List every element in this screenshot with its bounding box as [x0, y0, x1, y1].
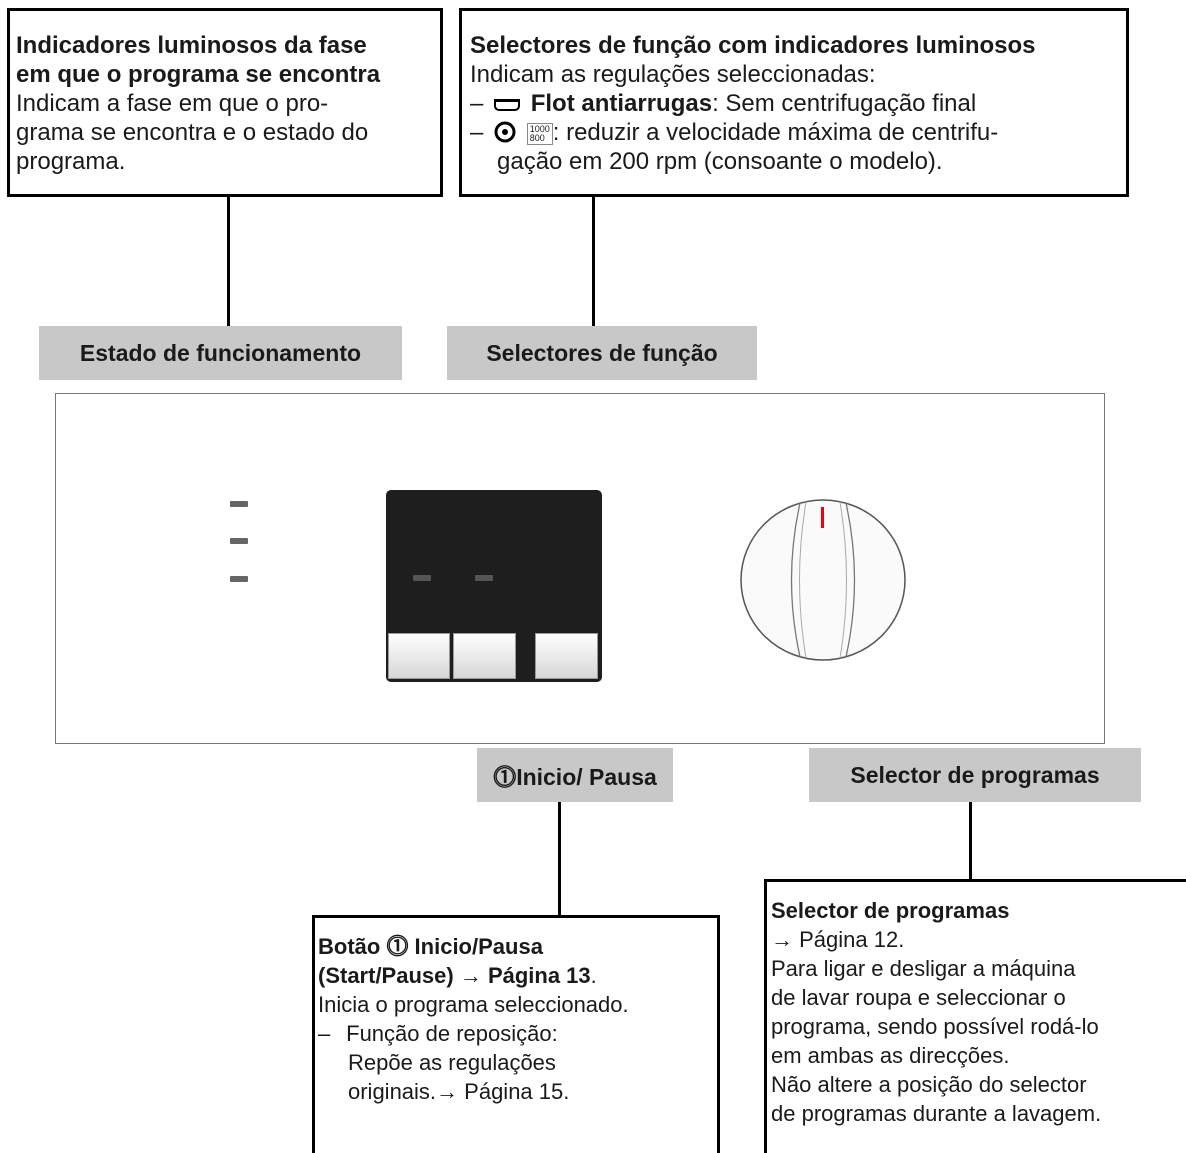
function-button-2[interactable]: [453, 633, 516, 679]
spin-desc: : reduzir a velocidade máxima de centrif…: [552, 119, 999, 146]
function-led-2: [475, 575, 493, 581]
program-selector-dial[interactable]: [738, 497, 908, 663]
selectors-intro: Indicam as regulações seleccionadas:: [470, 61, 876, 88]
start-pause-callout: Botão ⓵ Inicio/Pausa (Start/Pause) → Pág…: [312, 915, 720, 1153]
start-line3: Inicia o programa seleccionado.: [318, 992, 629, 1017]
spin-speed-bottom: 800: [529, 132, 545, 143]
start-title-line1: Botão ⓵ Inicio/Pausa: [318, 934, 543, 959]
program-selector-label-text: Selector de programas: [850, 761, 1100, 788]
program-line7: de programas durante a lavagem.: [771, 1101, 1102, 1126]
function-selectors-callout: Selectores de função com indicadores lum…: [459, 8, 1129, 197]
phase-title-line1: Indicadores luminosos da fase: [16, 32, 367, 59]
start-pause-button[interactable]: [535, 633, 598, 679]
status-led-2: [230, 538, 248, 544]
connector-start: [558, 802, 561, 918]
selectors-title: Selectores de função com indicadores lum…: [470, 32, 1036, 59]
function-led-1: [413, 575, 431, 581]
flot-label: Flot antiarrugas: [530, 90, 713, 117]
phase-body-line3: programa.: [16, 148, 126, 175]
start-item-line3: originais.→ Página 15.: [348, 1079, 570, 1104]
flot-desc: : Sem centrifugação final: [712, 90, 977, 117]
program-line1: → Página 12.: [771, 927, 905, 952]
selectors-item-spin: – 1000 800 : reduzir a velocidade máxima…: [470, 118, 1118, 147]
selectors-item-flot: – Flot antiarrugas: Sem centrifugação fi…: [470, 89, 1118, 118]
start-title-line2-a: (Start/Pause) →: [318, 963, 488, 988]
status-label: Estado de funcionamento: [39, 326, 402, 380]
functions-label: Selectores de função: [447, 326, 757, 380]
phase-title-line2: em que o programa se encontra: [16, 61, 381, 88]
start-item-line1: – Função de reposição:: [318, 1019, 717, 1048]
phase-body-line2: grama se encontra e o estado do: [16, 119, 369, 146]
program-selector-label: Selector de programas: [809, 748, 1141, 802]
spin-desc-cont: gação em 200 rpm (consoante o modelo).: [497, 148, 943, 175]
spin-icon: [490, 118, 520, 147]
program-line3: de lavar roupa e seleccionar o: [771, 985, 1066, 1010]
dash: –: [470, 119, 484, 146]
dial-mark: [821, 507, 824, 528]
tray-icon: [494, 98, 521, 111]
spin-speed-icon: 1000 800: [526, 122, 553, 145]
start-title-line2-c: .: [590, 963, 597, 988]
connector-status: [227, 197, 230, 328]
start-title-line2: (Start/Pause) → Página 13.: [318, 961, 717, 990]
program-line2: Para ligar e desligar a máquina: [771, 956, 1076, 981]
status-led-1: [230, 501, 248, 507]
function-button-1[interactable]: [388, 633, 450, 679]
program-line6: Não altere a posição do selector: [771, 1072, 1087, 1097]
function-button-pad: [386, 490, 602, 682]
start-pause-label: ⓵Inicio/ Pausa: [477, 748, 673, 802]
status-led-3: [230, 576, 248, 582]
start-item-line2: Repõe as regulações: [348, 1050, 556, 1075]
program-line4: programa, sendo possível rodá-lo: [771, 1014, 1099, 1039]
program-title: Selector de programas: [771, 898, 1010, 923]
connector-program: [969, 802, 972, 882]
start-pause-label-text: ⓵Inicio/ Pausa: [493, 764, 657, 790]
connector-functions: [592, 197, 595, 328]
start-item-line1-text: Função de reposição:: [346, 1021, 558, 1046]
functions-label-text: Selectores de função: [486, 339, 718, 366]
dash: –: [470, 90, 484, 117]
program-selector-callout: Selector de programas → Página 12. Para …: [764, 879, 1186, 1153]
program-line5: em ambas as direcções.: [771, 1043, 1010, 1068]
start-page-ref: Página 13: [487, 963, 591, 988]
phase-indicators-callout: Indicadores luminosos da fase em que o p…: [7, 8, 443, 197]
dash: –: [318, 1021, 331, 1046]
status-label-text: Estado de funcionamento: [79, 339, 362, 366]
phase-body-line1: Indicam a fase em que o pro-: [16, 90, 329, 117]
spin-speed-top: 1000: [529, 123, 550, 134]
